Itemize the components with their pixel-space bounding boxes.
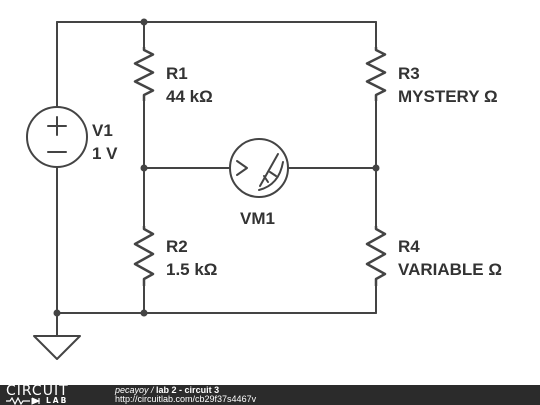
voltmeter-arrow [236,160,248,176]
v1-name: V1 [92,121,113,140]
voltmeter-needle [259,153,279,187]
ground-symbol [33,335,81,360]
footer-url[interactable]: http://circuitlab.com/cb29f37s4467v [115,394,257,404]
r2-name: R2 [166,237,188,256]
junction-node [140,164,148,172]
plus-sign [47,116,67,136]
footer-title-line: pecayoy / lab 2 - circuit 3 [115,386,256,395]
footer-bar: CIRCUIT LAB pecayoy / lab 2 - circuit 3 … [0,383,540,405]
junction-node [140,309,148,317]
circuitlab-logo[interactable]: CIRCUIT LAB [6,383,106,405]
logo-text-circuit: CIRCUIT [6,383,69,399]
r3-value: MYSTERY Ω [398,87,498,106]
voltmeter-circle [229,138,289,198]
r1-value: 44 kΩ [166,87,213,106]
wires [56,21,377,337]
r1-name: R1 [166,64,188,83]
resistor-r2 [133,226,155,286]
footer-separator: / [148,385,157,395]
r4-name: R4 [398,237,420,256]
resistor-r1 [133,47,155,101]
r2-value: 1.5 kΩ [166,260,217,279]
r3-name: R3 [398,64,420,83]
logo-text-lab: LAB [6,396,68,405]
voltmeter-scale-arc [258,161,284,191]
v1-value: 1 V [92,144,118,163]
junction-node [372,164,380,172]
footer-info: pecayoy / lab 2 - circuit 3 http://circu… [115,386,256,404]
footer-author[interactable]: pecayoy [115,385,149,395]
resistor-r3 [365,47,387,101]
voltmeter-vm1 [229,138,289,198]
vm1-name: VM1 [240,209,275,228]
r4-value: VARIABLE Ω [398,260,502,279]
voltmeter-ticks [263,171,277,183]
logo-waveform-icon [6,396,41,405]
logo-lab-label: LAB [46,396,69,405]
circuit-schematic: V1 1 V R1 44 kΩ R3 MYSTERY Ω VM1 R2 1.5 … [26,18,502,360]
voltage-source-circle [26,106,88,168]
footer-circuit-title[interactable]: lab 2 - circuit 3 [156,385,220,395]
resistor-r4 [365,226,387,286]
junction-node [140,18,148,26]
junction-node [53,309,61,317]
voltage-source-v1 [26,106,88,168]
